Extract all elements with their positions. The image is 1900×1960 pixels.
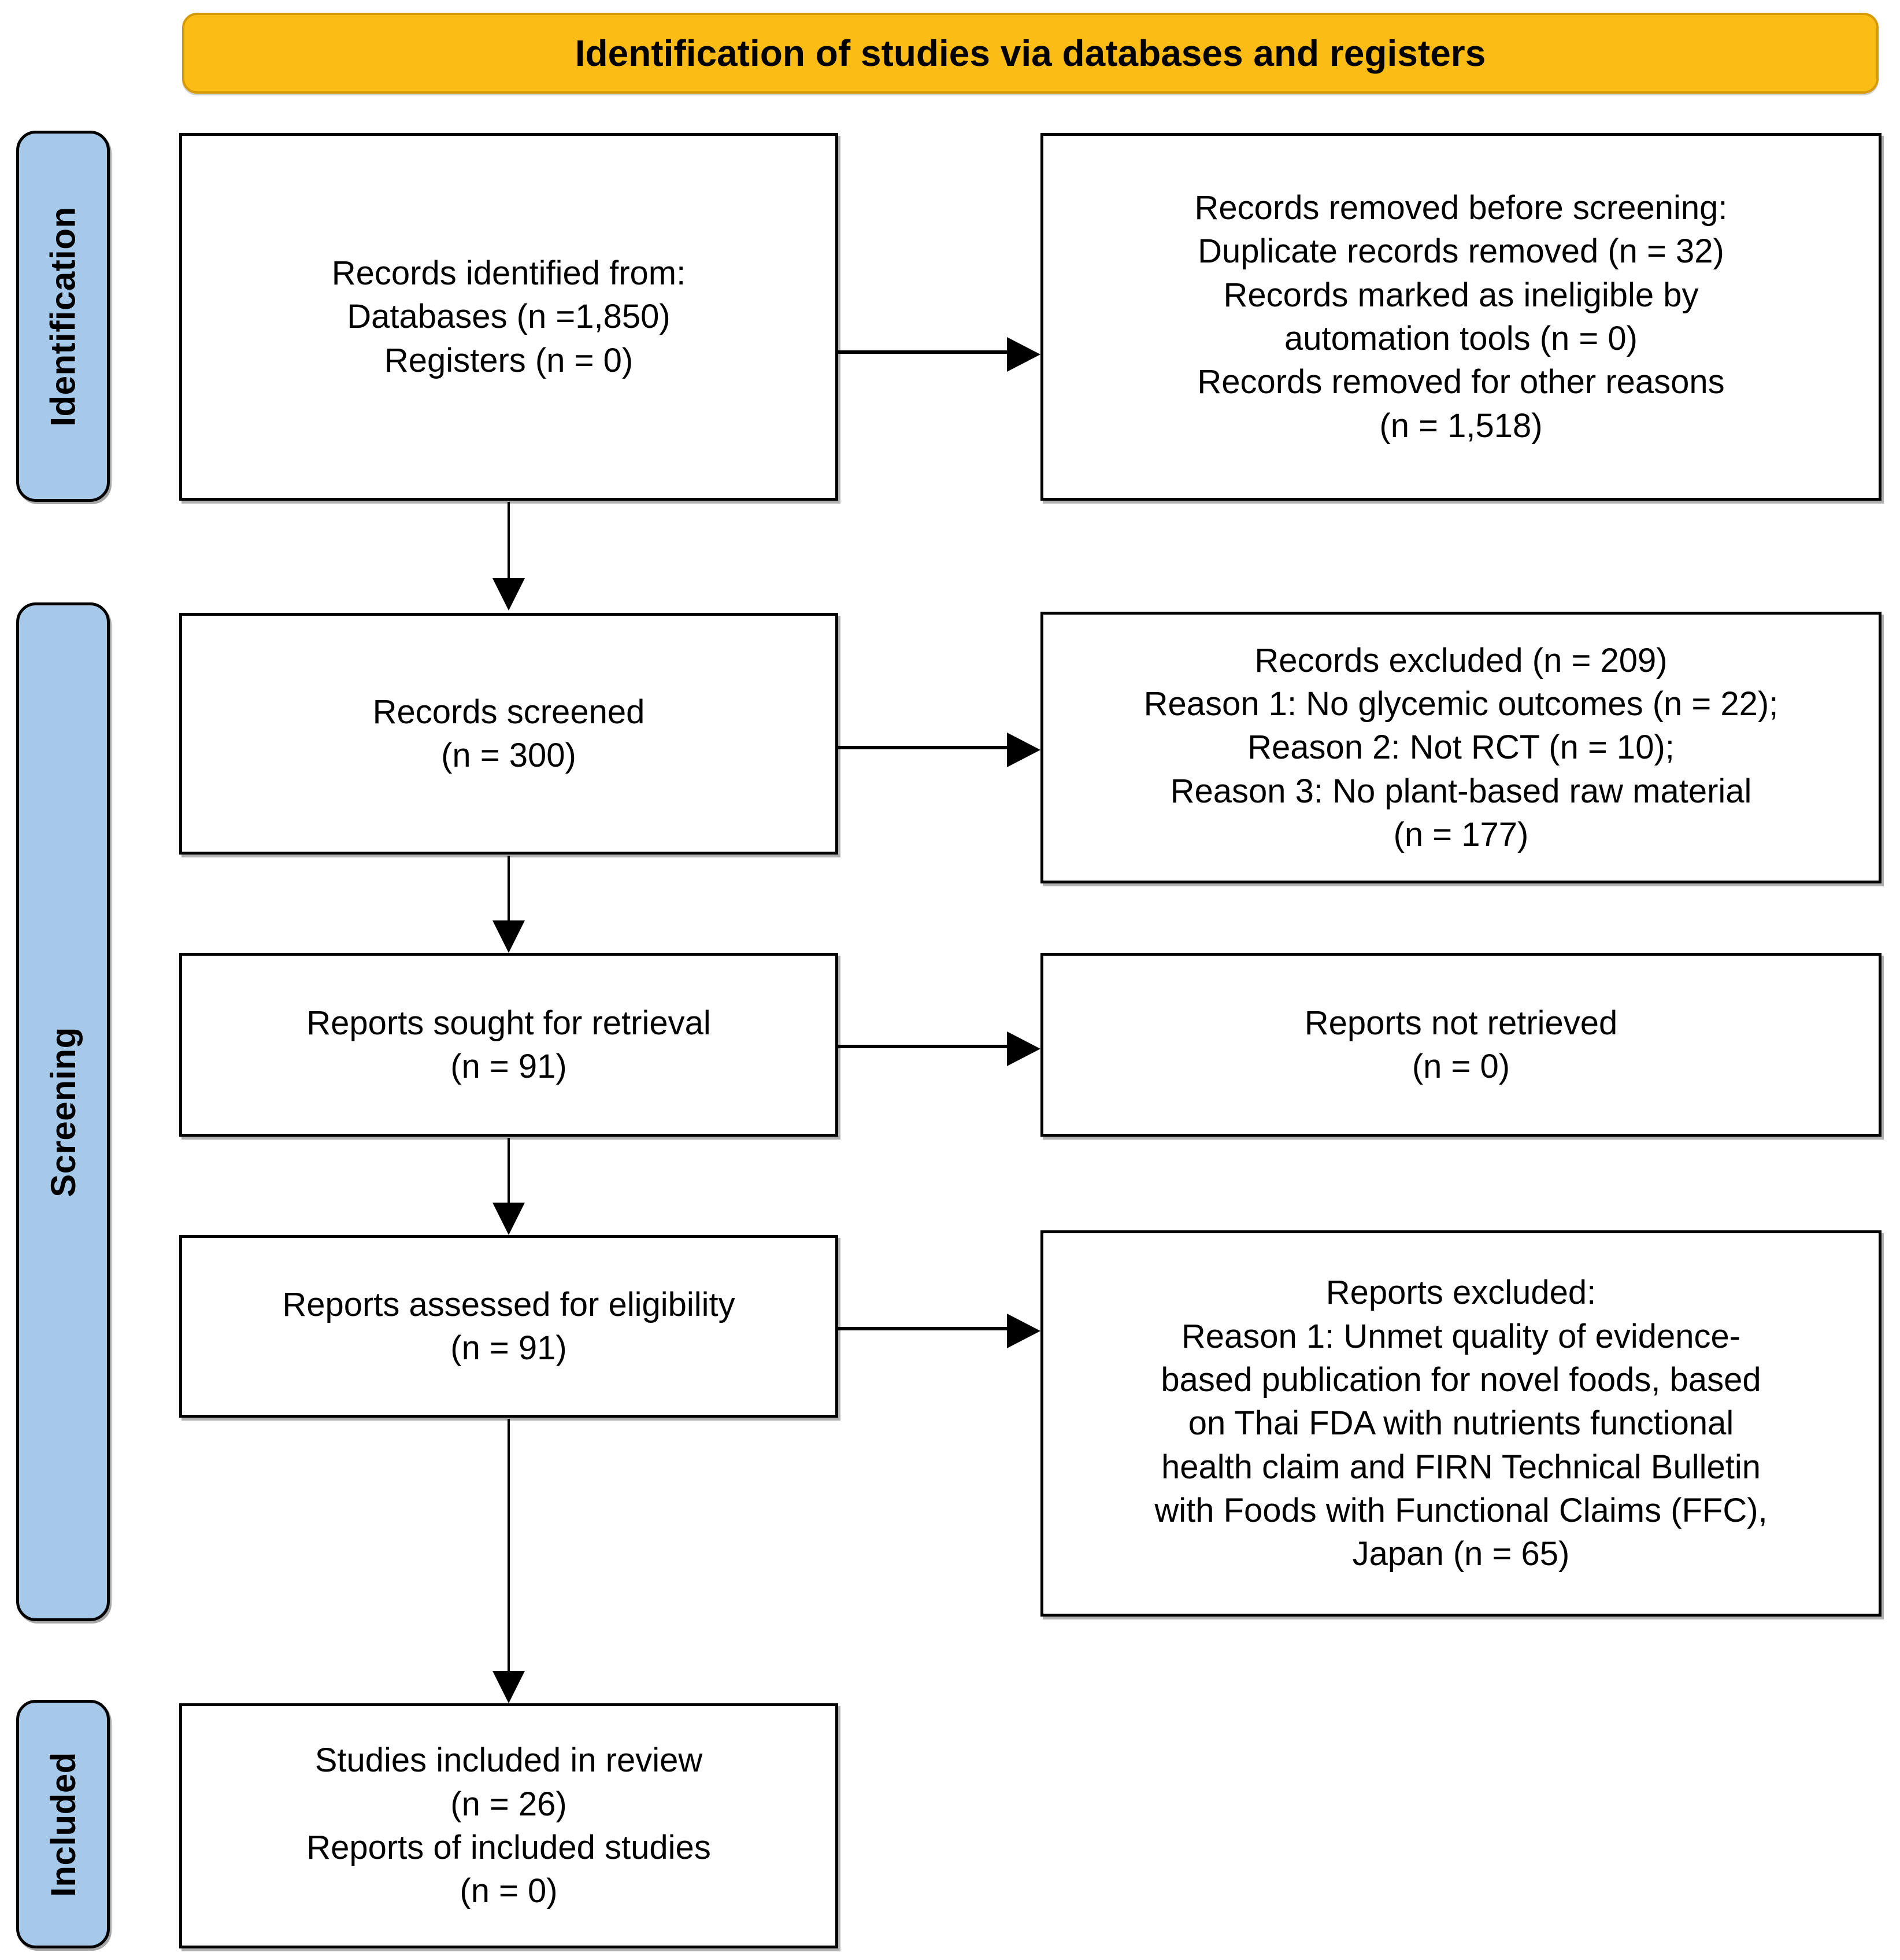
box-studies-included-in-review: Studies included in review (n = 26) Repo… (179, 1703, 838, 1948)
stage-label-screening: Screening (16, 602, 110, 1621)
stage-label-screening-text: Screening (43, 1026, 83, 1197)
arrow-screened-to-excluded-line (838, 746, 1012, 749)
box-studies-included-in-review-text: Studies included in review (n = 26) Repo… (306, 1741, 711, 1910)
arrow-sought-to-notretrieved-line (838, 1045, 1012, 1048)
arrow-sought-to-assessed-line (508, 1138, 510, 1203)
arrow-identified-to-removed-head-icon (1007, 337, 1040, 372)
box-records-identified-text: Records identified from: Databases (n =1… (331, 254, 686, 379)
box-reports-excluded-text: Reports excluded: Reason 1: Unmet qualit… (1154, 1274, 1768, 1573)
arrow-identified-to-screened-head-icon (492, 578, 525, 611)
box-records-removed-before-screening: Records removed before screening: Duplic… (1040, 133, 1882, 501)
arrow-assessed-to-reportsexcluded-head-icon (1007, 1314, 1040, 1348)
box-reports-not-retrieved: Reports not retrieved (n = 0) (1040, 953, 1882, 1137)
box-reports-sought-for-retrieval: Reports sought for retrieval (n = 91) (179, 953, 838, 1137)
box-records-excluded-text: Records excluded (n = 209) Reason 1: No … (1143, 641, 1779, 854)
box-records-removed-before-screening-text: Records removed before screening: Duplic… (1194, 188, 1728, 445)
stage-label-included-text: Included (43, 1751, 83, 1897)
box-reports-assessed-for-eligibility: Reports assessed for eligibility (n = 91… (179, 1235, 838, 1418)
arrow-sought-to-assessed-head-icon (492, 1203, 525, 1235)
arrow-screened-to-excluded-head-icon (1007, 733, 1040, 767)
stage-label-included: Included (16, 1700, 110, 1948)
box-records-screened: Records screened (n = 300) (179, 613, 838, 855)
stage-label-identification-text: Identification (43, 206, 83, 427)
arrow-assessed-to-reportsexcluded-line (838, 1327, 1012, 1330)
box-records-excluded: Records excluded (n = 209) Reason 1: No … (1040, 612, 1882, 883)
box-reports-sought-for-retrieval-text: Reports sought for retrieval (n = 91) (306, 1004, 711, 1085)
box-reports-assessed-for-eligibility-text: Reports assessed for eligibility (n = 91… (282, 1285, 735, 1367)
box-reports-not-retrieved-text: Reports not retrieved (n = 0) (1304, 1004, 1618, 1085)
box-reports-excluded: Reports excluded: Reason 1: Unmet qualit… (1040, 1230, 1882, 1617)
arrow-assessed-to-included-line (508, 1419, 510, 1671)
banner-title: Identification of studies via databases … (575, 32, 1486, 74)
stage-label-identification: Identification (16, 131, 110, 502)
arrow-assessed-to-included-head-icon (492, 1671, 525, 1703)
diagram-header-banner: Identification of studies via databases … (182, 13, 1879, 94)
arrow-screened-to-sought-head-icon (492, 920, 525, 953)
arrow-sought-to-notretrieved-head-icon (1007, 1031, 1040, 1066)
arrow-screened-to-sought-line (508, 856, 510, 920)
box-records-screened-text: Records screened (n = 300) (372, 693, 645, 774)
arrow-identified-to-removed-line (838, 350, 1012, 354)
arrow-identified-to-screened-line (508, 502, 510, 578)
box-records-identified: Records identified from: Databases (n =1… (179, 133, 838, 501)
